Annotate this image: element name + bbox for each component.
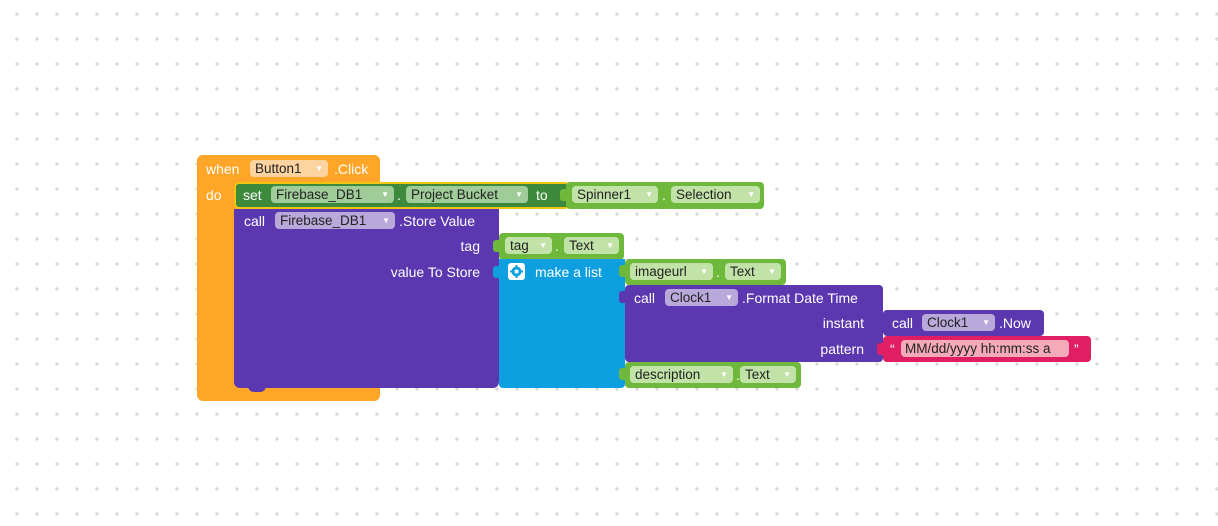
chevron-down-icon: ▼ [982, 318, 990, 327]
chevron-down-icon: ▼ [539, 241, 547, 250]
chevron-down-icon: ▼ [720, 370, 728, 379]
tag-getter-dot: . [555, 238, 559, 254]
spinner1-component-dropdown[interactable]: Spinner1 ▼ [572, 186, 658, 203]
gear-icon[interactable] [508, 263, 525, 280]
format-date-connector [619, 291, 625, 303]
spinner-getter-connector [560, 189, 566, 201]
chevron-down-icon: ▼ [606, 241, 614, 250]
store-call-label: call [244, 213, 266, 229]
make-a-list-block[interactable] [499, 259, 625, 388]
project-bucket-property-dropdown[interactable]: Project Bucket ▼ [406, 186, 528, 203]
tag-component-dropdown[interactable]: tag ▼ [505, 237, 552, 254]
description-component-dropdown[interactable]: description ▼ [630, 366, 733, 383]
pattern-string-connector [877, 343, 883, 355]
make-a-list-label: make a list [535, 264, 602, 280]
now-method-label: .Now [999, 315, 1031, 331]
chevron-down-icon: ▼ [645, 190, 653, 199]
do-label: do [206, 187, 222, 203]
chevron-down-icon: ▼ [515, 190, 523, 199]
pattern-string-input[interactable]: MM/dd/yyyy hh:mm:ss a [901, 340, 1069, 357]
imageurl-text-property-dropdown[interactable]: Text ▼ [725, 263, 781, 280]
when-label: when [206, 161, 240, 177]
description-text-property-dropdown[interactable]: Text ▼ [740, 366, 796, 383]
chevron-down-icon: ▼ [783, 370, 791, 379]
imageurl-getter-dot: . [716, 264, 720, 280]
description-getter-connector [619, 368, 625, 380]
spinner-getter-dot: . [662, 187, 666, 203]
chevron-down-icon: ▼ [382, 216, 390, 225]
clock1-format-component-dropdown[interactable]: Clock1 ▼ [665, 289, 738, 306]
clock1-now-component-dropdown[interactable]: Clock1 ▼ [922, 314, 995, 331]
instant-argument-label: instant [822, 315, 864, 331]
pattern-argument-label: pattern [820, 341, 864, 357]
open-quote: “ [890, 341, 895, 357]
click-event-label: .Click [334, 161, 369, 177]
set-label: set [243, 187, 262, 203]
format-call-label: call [634, 290, 656, 306]
setter-dot: . [397, 187, 401, 203]
firebase-store-component-dropdown[interactable]: Firebase_DB1 ▼ [275, 212, 395, 229]
chevron-down-icon: ▼ [768, 267, 776, 276]
imageurl-getter-connector [619, 265, 625, 277]
close-quote: ” [1074, 341, 1079, 357]
format-date-time-method-label: .Format Date Time [742, 290, 858, 306]
chevron-down-icon: ▼ [381, 190, 389, 199]
store-value-call-block[interactable] [234, 209, 499, 388]
chevron-down-icon: ▼ [747, 190, 755, 199]
firebase-setter-component-dropdown[interactable]: Firebase_DB1 ▼ [271, 186, 394, 203]
imageurl-component-dropdown[interactable]: imageurl ▼ [630, 263, 713, 280]
description-getter-dot: . [736, 367, 740, 383]
selection-property-dropdown[interactable]: Selection ▼ [671, 186, 760, 203]
tag-getter-connector [493, 240, 499, 252]
store-value-bottom-notch [248, 386, 266, 392]
chevron-down-icon: ▼ [700, 267, 708, 276]
chevron-down-icon: ▼ [315, 164, 323, 173]
tag-argument-label: tag [460, 238, 480, 254]
value-to-store-argument-label: value To Store [390, 264, 480, 280]
chevron-down-icon: ▼ [725, 293, 733, 302]
to-label: to [536, 187, 548, 203]
make-list-connector [493, 266, 499, 278]
now-connector [877, 317, 883, 329]
store-value-method-label: .Store Value [399, 213, 476, 229]
button1-component-dropdown[interactable]: Button1 ▼ [250, 160, 328, 177]
tag-text-property-dropdown[interactable]: Text ▼ [564, 237, 619, 254]
now-call-label: call [892, 315, 914, 331]
